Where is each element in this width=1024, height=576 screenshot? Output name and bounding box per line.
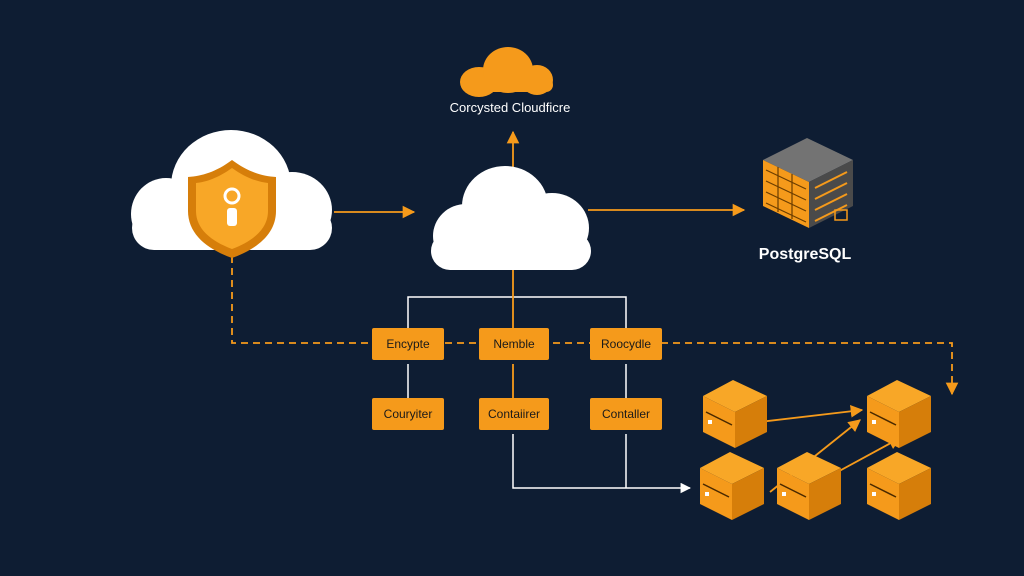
box-contaiirer[interactable]: Contaiirer — [479, 398, 549, 430]
container-cubes — [700, 380, 931, 520]
box-contaller[interactable]: Contaller — [590, 398, 662, 430]
container-cube-icon — [777, 452, 841, 520]
box-couryiter[interactable]: Couryiter — [372, 398, 444, 430]
container-cube-icon — [867, 452, 931, 520]
container-cube-icon — [703, 380, 767, 448]
central-cloud-icon — [431, 166, 591, 270]
tree-lines — [407, 296, 692, 494]
dashed-route — [231, 256, 959, 396]
container-cube-icon — [700, 452, 764, 520]
box-roocydle[interactable]: Roocydle — [590, 328, 662, 360]
box-encrypt[interactable]: Encypte — [372, 328, 444, 360]
top-cloud-label: Corcysted Cloudficre — [449, 100, 571, 115]
top-cloud-icon — [460, 47, 553, 97]
box-nemble[interactable]: Nemble — [479, 328, 549, 360]
container-cube-icon — [867, 380, 931, 448]
database-server-icon — [763, 138, 853, 228]
shield-icon — [188, 160, 276, 258]
database-label: PostgreSQL — [758, 246, 852, 263]
